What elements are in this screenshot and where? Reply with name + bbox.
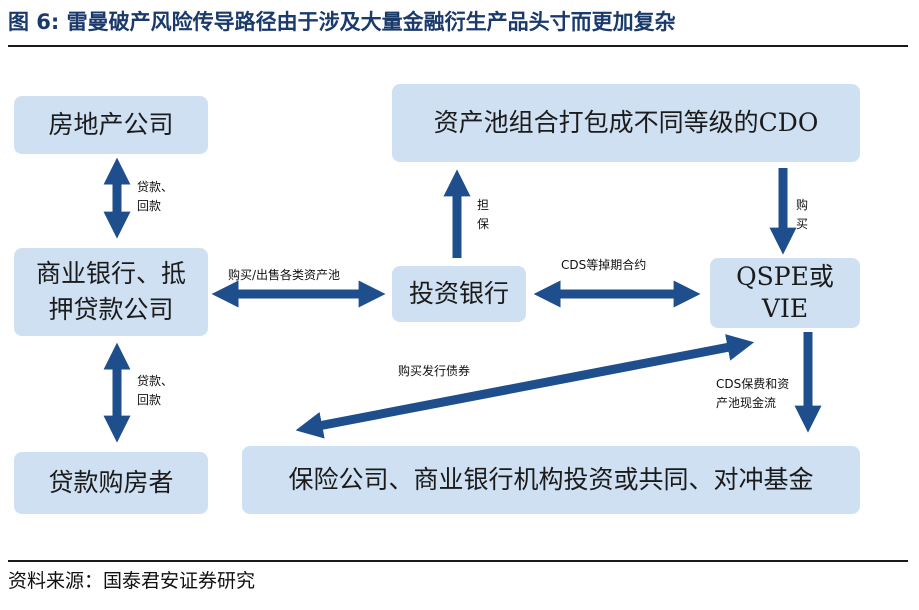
node-qspe: QSPE或 VIE bbox=[710, 258, 860, 328]
node-banks-line2: 押贷款公司 bbox=[48, 295, 174, 324]
node-banks: 商业银行、抵 押贷款公司 bbox=[14, 248, 208, 336]
label-buy-sell-pool: 购买/出售各类资产池 bbox=[228, 268, 341, 282]
label-guarantee: 担保 bbox=[477, 198, 490, 232]
node-banks-line1: 商业银行、抵 bbox=[35, 258, 186, 288]
arrow-bonds-diagonal bbox=[295, 334, 755, 439]
label-loan-repay-top: 贷款、回款 bbox=[137, 180, 174, 214]
node-investment-bank: 投资银行 bbox=[392, 266, 526, 322]
label-cds-cashflow: CDS保费和资产池现金流 bbox=[716, 377, 790, 410]
label-buy-cdo: 购买 bbox=[796, 198, 809, 232]
bottom-rule bbox=[8, 560, 908, 562]
node-real-estate: 房地产公司 bbox=[14, 96, 208, 154]
source-note: 资料来源：国泰君安证券研究 bbox=[8, 570, 256, 592]
label-loan-repay-bottom: 贷款、回款 bbox=[137, 374, 174, 408]
node-investors: 保险公司、商业银行机构投资或共同、对冲基金 bbox=[242, 446, 860, 514]
node-borrowers: 贷款购房者 bbox=[14, 452, 208, 514]
node-qspe-line2: VIE bbox=[761, 294, 809, 323]
node-qspe-line1: QSPE或 bbox=[736, 261, 834, 291]
node-cdo: 资产池组合打包成不同等级的CDO bbox=[392, 84, 860, 162]
top-rule bbox=[8, 45, 908, 47]
figure-title: 图 6: 雷曼破产风险传导路径由于涉及大量金融衍生产品头寸而更加复杂 bbox=[8, 10, 676, 34]
label-buy-bonds: 购买发行债券 bbox=[398, 364, 471, 378]
label-cds-swap: CDS等掉期合约 bbox=[561, 258, 647, 272]
